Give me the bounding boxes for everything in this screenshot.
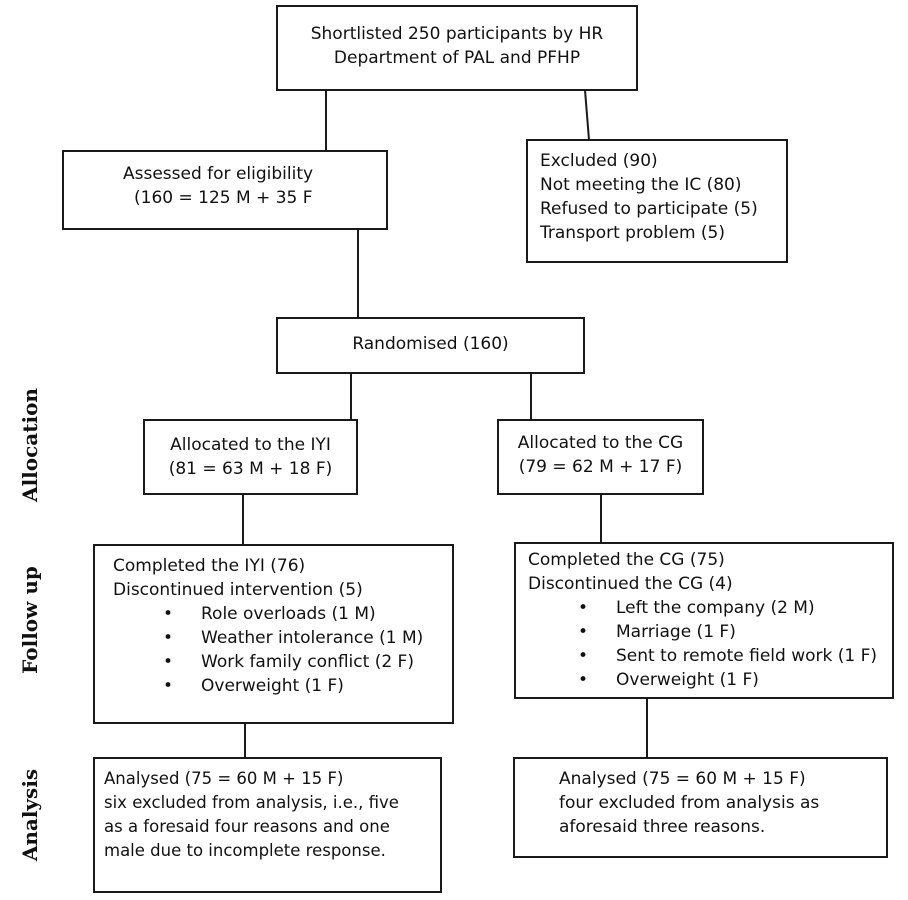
stage-label-analysis: Analysis [18,768,42,862]
follow-iyi-line-1: Completed the IYI (76) [113,556,306,576]
bullet-dot: • [578,646,589,666]
bullet-dot: • [578,622,589,642]
shortlisted-line-2: Department of PAL and PFHP [333,48,581,68]
follow-cg-bullet-3: • Sent to remote field work (1 F) [528,644,892,668]
analysis-cg-line-3: aforesaid three reasons. [559,817,766,837]
bullet-dot: • [163,604,174,624]
eligibility-line-1: Assessed for eligibility [123,164,314,184]
stage-label-allocation: Allocation [18,388,42,502]
follow-cg-bullet-1: • Left the company (2 M) [528,596,892,620]
alloc-cg-box: Allocated to the CG (79 = 62 M + 17 F) [497,419,704,495]
follow-iyi-line-2: Discontinued intervention (5) [113,580,363,600]
excluded-line-2: Not meeting the IC (80) [540,175,742,195]
bullet-dot: • [578,598,589,618]
randomised-line-1: Randomised (160) [352,334,509,354]
bullet-dot: • [163,652,174,672]
bullet-dot: • [163,628,174,648]
analysis-iyi-line-2: six excluded from analysis, i.e., five [104,793,399,812]
follow-cg-bullet-4: • Overweight (1 F) [528,668,892,692]
excluded-line-3: Refused to participate (5) [540,199,758,219]
follow-iyi-bullet-text: Work family conflict (2 F) [201,652,414,672]
follow-cg-bullet-text: Marriage (1 F) [616,622,736,642]
bullet-dot: • [163,676,174,696]
follow-cg-line-2: Discontinued the CG (4) [528,574,733,594]
follow-cg-line-1: Completed the CG (75) [528,550,725,570]
follow-iyi-bullet-text: Overweight (1 F) [201,676,344,696]
follow-cg-box: Completed the CG (75) Discontinued the C… [514,542,894,699]
follow-iyi-bullet-2: • Weather intolerance (1 M) [113,626,452,650]
alloc-iyi-line-1: Allocated to the IYI [170,435,331,455]
eligibility-line-2: (160 = 125 M + 35 F [134,188,313,208]
excluded-line-4: Transport problem (5) [540,223,725,243]
excluded-box: Excluded (90) Not meeting the IC (80) Re… [526,139,788,263]
analysis-iyi-line-1: Analysed (75 = 60 M + 15 F) [104,769,344,788]
follow-iyi-bullet-text: Weather intolerance (1 M) [201,628,424,648]
analysis-iyi-line-3: as a foresaid four reasons and one [104,817,390,836]
follow-iyi-bullet-3: • Work family conflict (2 F) [113,650,452,674]
alloc-cg-line-1: Allocated to the CG [517,433,684,453]
follow-cg-bullet-text: Sent to remote field work (1 F) [616,646,878,666]
follow-cg-bullet-text: Left the company (2 M) [616,598,815,618]
follow-iyi-bullet-text: Role overloads (1 M) [201,604,376,624]
analysis-iyi-line-4: male due to incomplete response. [104,841,386,860]
alloc-iyi-line-2: (81 = 63 M + 18 F) [168,459,333,479]
follow-cg-bullet-text: Overweight (1 F) [616,670,759,690]
stage-label-follow-up: Follow up [18,566,42,674]
randomised-box: Randomised (160) [276,317,585,374]
follow-iyi-bullet-1: • Role overloads (1 M) [113,602,452,626]
analysis-cg-line-2: four excluded from analysis as [559,793,820,813]
connector-shortlisted-excluded [584,89,590,141]
analysis-cg-line-1: Analysed (75 = 60 M + 15 F) [559,769,806,789]
eligibility-box: Assessed for eligibility (160 = 125 M + … [62,150,388,230]
shortlisted-line-1: Shortlisted 250 participants by HR [310,24,604,44]
shortlisted-box: Shortlisted 250 participants by HR Depar… [276,5,638,91]
analysis-iyi-box: Analysed (75 = 60 M + 15 F) six excluded… [93,757,442,893]
bullet-dot: • [578,670,589,690]
alloc-cg-line-2: (79 = 62 M + 17 F) [518,457,683,477]
follow-cg-bullet-2: • Marriage (1 F) [528,620,892,644]
excluded-line-1: Excluded (90) [540,151,658,171]
alloc-iyi-box: Allocated to the IYI (81 = 63 M + 18 F) [143,419,358,495]
follow-iyi-box: Completed the IYI (76) Discontinued inte… [93,544,454,724]
analysis-cg-box: Analysed (75 = 60 M + 15 F) four exclude… [513,757,888,858]
follow-iyi-bullet-4: • Overweight (1 F) [113,674,452,698]
